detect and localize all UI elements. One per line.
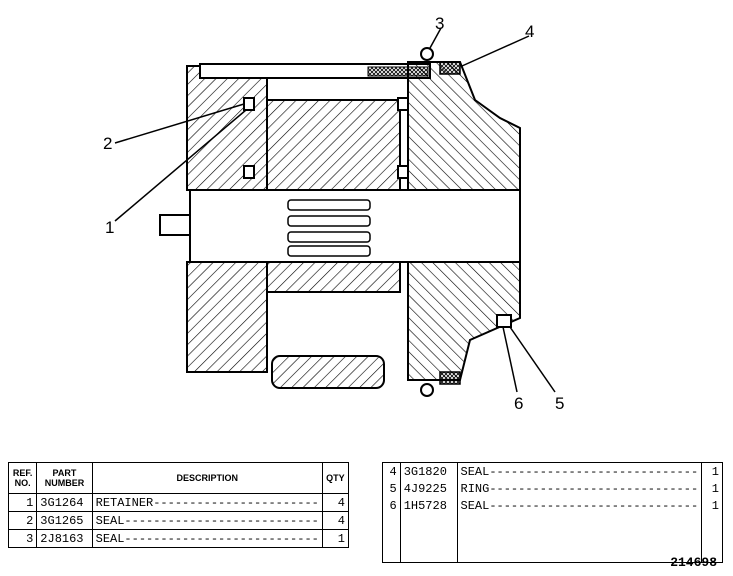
housing-right [407, 61, 521, 381]
qty-cell: 1 [321, 529, 350, 548]
part-number-cell: 3G1820 [399, 462, 458, 480]
table-empty-row [382, 514, 723, 563]
callout-2: 2 [103, 134, 113, 153]
ref-cell: 3 [7, 529, 38, 548]
ref-cell: 2 [7, 511, 38, 530]
table-row: 3 2J8163 SEAL---------------------------… [7, 529, 350, 548]
shaft [159, 189, 521, 263]
part-number-cell: 4J9225 [399, 480, 458, 497]
callout-3: 3 [435, 14, 445, 33]
part-number-cell: 3G1265 [36, 511, 93, 530]
table-row: 4 3G1820 SEAL---------------------------… [382, 462, 723, 480]
leader-lines [114, 27, 556, 393]
center-gear [266, 99, 401, 389]
empty-cell [456, 514, 703, 563]
ref-cell: 1 [7, 493, 38, 512]
callout-5: 5 [555, 394, 565, 413]
qty-cell: 4 [321, 493, 350, 512]
part-number-cell: 3G1264 [36, 493, 93, 512]
description-cell: SEAL----------------------------- [456, 462, 703, 480]
qty-cell: 4 [321, 511, 350, 530]
table-row: 6 1H5728 SEAL---------------------------… [382, 497, 723, 514]
description-cell: SEAL--------------------------- [91, 511, 323, 530]
qty-cell: 1 [701, 497, 723, 514]
qty-cell: 1 [701, 462, 723, 480]
header-part-number: PART NUMBER [36, 462, 93, 494]
qty-cell: 1 [701, 480, 723, 497]
header-qty: QTY [321, 462, 350, 494]
callout-6: 6 [514, 394, 524, 413]
cross-section-drawing [114, 27, 556, 397]
empty-cell [382, 514, 401, 563]
header-description: DESCRIPTION [91, 462, 323, 494]
table-row: 2 3G1265 SEAL---------------------------… [7, 511, 350, 530]
empty-cell [399, 514, 458, 563]
callout-1: 1 [105, 218, 115, 237]
parts-table-left: REF. NO. PART NUMBER DESCRIPTION QTY 1 3… [7, 462, 350, 548]
drawing-number: 214698 [670, 555, 717, 570]
description-cell: SEAL----------------------------- [456, 497, 703, 514]
part-number-cell: 1H5728 [399, 497, 458, 514]
seals [243, 47, 512, 397]
part-number-cell: 2J8163 [36, 529, 93, 548]
table-row: 5 4J9225 RING---------------------------… [382, 480, 723, 497]
description-cell: RING----------------------------- [456, 480, 703, 497]
ref-cell: 4 [382, 462, 401, 480]
bolt [199, 63, 431, 79]
housing-left [186, 65, 268, 373]
table-header-row: REF. NO. PART NUMBER DESCRIPTION QTY [7, 462, 350, 494]
description-cell: RETAINER----------------------- [91, 493, 323, 512]
empty-cell [701, 514, 723, 563]
description-cell: SEAL--------------------------- [91, 529, 323, 548]
ref-cell: 5 [382, 480, 401, 497]
table-row: 1 3G1264 RETAINER-----------------------… [7, 493, 350, 512]
ref-cell: 6 [382, 497, 401, 514]
parts-table-right: 4 3G1820 SEAL---------------------------… [382, 462, 723, 563]
header-ref-no: REF. NO. [7, 462, 38, 494]
callout-4: 4 [525, 22, 535, 41]
